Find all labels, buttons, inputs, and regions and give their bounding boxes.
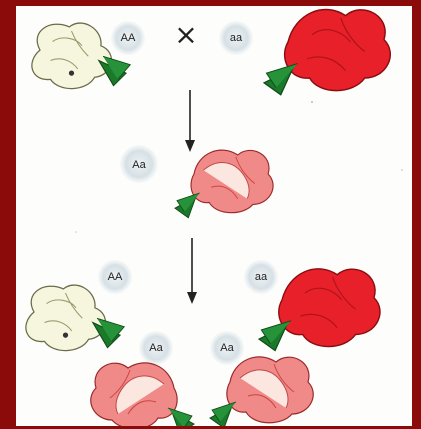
f2-white-flower — [26, 285, 124, 351]
parent-left-genotype: AA — [121, 32, 136, 44]
f1-pink-flower — [175, 150, 273, 218]
diagram-panel: AA × aa Aa AA aa Aa Aa — [16, 6, 412, 426]
arrow-head-icon — [187, 292, 197, 304]
f2-top-right-genotype: aa — [255, 271, 268, 283]
f2-pink-flower-right — [210, 357, 313, 426]
f2-bottom-left-genotype: Aa — [149, 342, 163, 354]
f1-genotype: Aa — [132, 159, 146, 171]
f2-top-left-genotype: AA — [108, 271, 123, 283]
cross-symbol: × — [174, 18, 197, 51]
f2-pink-flower-left — [91, 363, 194, 426]
arrow-head-icon — [185, 140, 195, 152]
f2-bottom-right-genotype: Aa — [220, 342, 234, 354]
genetics-cross-diagram: AA × aa Aa AA aa Aa Aa — [16, 6, 412, 426]
parent-right-genotype: aa — [230, 32, 243, 44]
parent-red-flower — [264, 9, 390, 94]
